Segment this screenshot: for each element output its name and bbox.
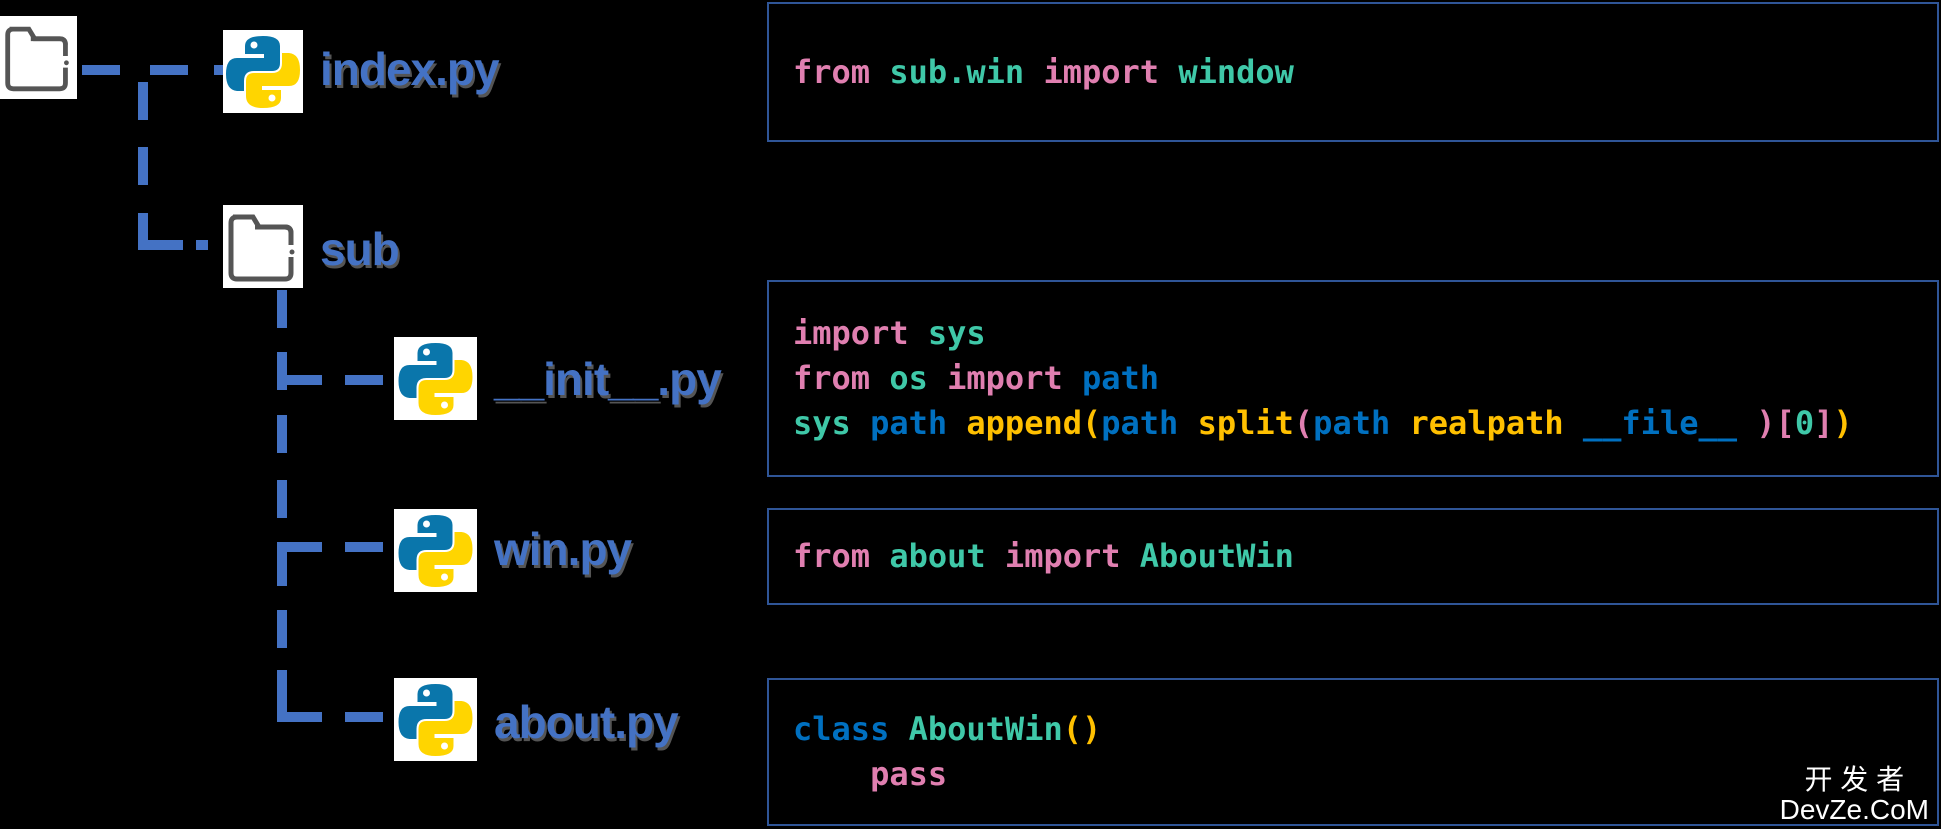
code-token [986,537,1005,575]
code-token: [ [1775,404,1795,442]
code-token [1063,359,1082,397]
code-token: from [793,52,871,91]
code-token: split [1197,404,1294,442]
code-line: sys path append(path split(path realpath… [793,401,1937,446]
code-token: sys [793,404,851,442]
code-token [928,359,947,397]
connector [277,670,287,720]
code-token [851,404,870,442]
code-token: from [793,537,871,575]
win-file-label[interactable]: win.py [494,523,632,575]
sub-folder-icon[interactable] [223,205,303,288]
code-token [1024,53,1043,91]
win-code-box: from about import AboutWin [767,508,1939,605]
connector [277,415,287,453]
connector [138,240,183,250]
code-token: ( [1081,404,1102,442]
code-token [1121,537,1140,575]
code-token: 0 [1794,404,1815,442]
init-file-label[interactable]: __init__.py [494,353,722,405]
code-token: class [793,710,890,748]
code-token: ( [1293,404,1314,442]
code-token: about [889,537,986,575]
index-file-label[interactable]: index.py [320,43,500,95]
code-token [889,710,908,748]
code-token [870,53,889,91]
code-token: window [1178,52,1294,91]
watermark-line1: 开 发 者 [1804,764,1905,795]
code-token [1564,404,1583,442]
connector [150,65,188,75]
connector [196,240,208,250]
init-python-icon[interactable] [394,337,477,420]
about-python-icon[interactable] [394,678,477,761]
connector [277,712,322,722]
code-token: path [1313,404,1391,442]
code-token: append [966,404,1082,442]
root-folder-icon[interactable] [0,16,77,99]
code-token: path [1081,359,1160,397]
code-line: pass [793,752,1937,797]
code-line: from os import path [793,356,1937,401]
about-file-label[interactable]: about.py [494,696,679,748]
code-token: import [793,314,909,352]
code-line: from sub.win import window [793,50,1937,95]
code-token: sub.win [889,52,1025,91]
code-token: ] [1814,404,1834,442]
win-python-icon[interactable] [394,509,477,592]
code-line: class AboutWin() [793,707,1937,752]
connector [277,542,322,552]
connector [277,375,322,385]
connector [345,542,383,552]
connector [214,65,224,75]
connector [345,712,383,722]
code-token: pass [870,755,948,793]
code-line: import sys [793,311,1937,356]
connector [82,65,120,75]
code-token: realpath [1409,404,1564,442]
connector [277,290,287,328]
connector [138,82,148,120]
connector [138,147,148,185]
code-token: ) [1833,404,1853,442]
code-token [793,755,870,793]
connector [138,213,148,249]
code-token: () [1062,710,1102,748]
connector [277,352,287,390]
code-token: ) [1756,404,1776,442]
connector [277,610,287,648]
code-token: import [1043,52,1160,91]
code-token: os [889,359,928,397]
watermark-line2: DevZe.CoM [1779,794,1929,825]
sub-folder-label[interactable]: sub [320,223,400,275]
code-token [870,537,889,575]
code-token [1178,404,1197,442]
code-token: __file__ [1582,404,1738,442]
code-token: path [1101,404,1179,442]
code-token [870,359,889,397]
connector [277,480,287,518]
index-python-icon[interactable] [223,30,303,113]
code-token [947,404,966,442]
code-token: import [1004,537,1121,575]
about-code-box: class AboutWin() pass [767,678,1939,826]
code-token: from [793,359,871,397]
code-token: AboutWin [1139,537,1294,575]
code-token [909,314,928,352]
code-token: import [947,359,1063,397]
code-line: from about import AboutWin [793,534,1937,579]
index-code-box: from sub.win import window [767,2,1939,142]
watermark: 开 发 者 DevZe.CoM [1780,765,1929,825]
code-token: sys [927,314,986,352]
code-token [1390,404,1409,442]
code-token: AboutWin [908,710,1063,748]
connector [345,375,383,385]
code-token [1159,53,1178,91]
connector [277,552,287,586]
code-token [1737,404,1756,442]
code-token: path [870,404,948,442]
